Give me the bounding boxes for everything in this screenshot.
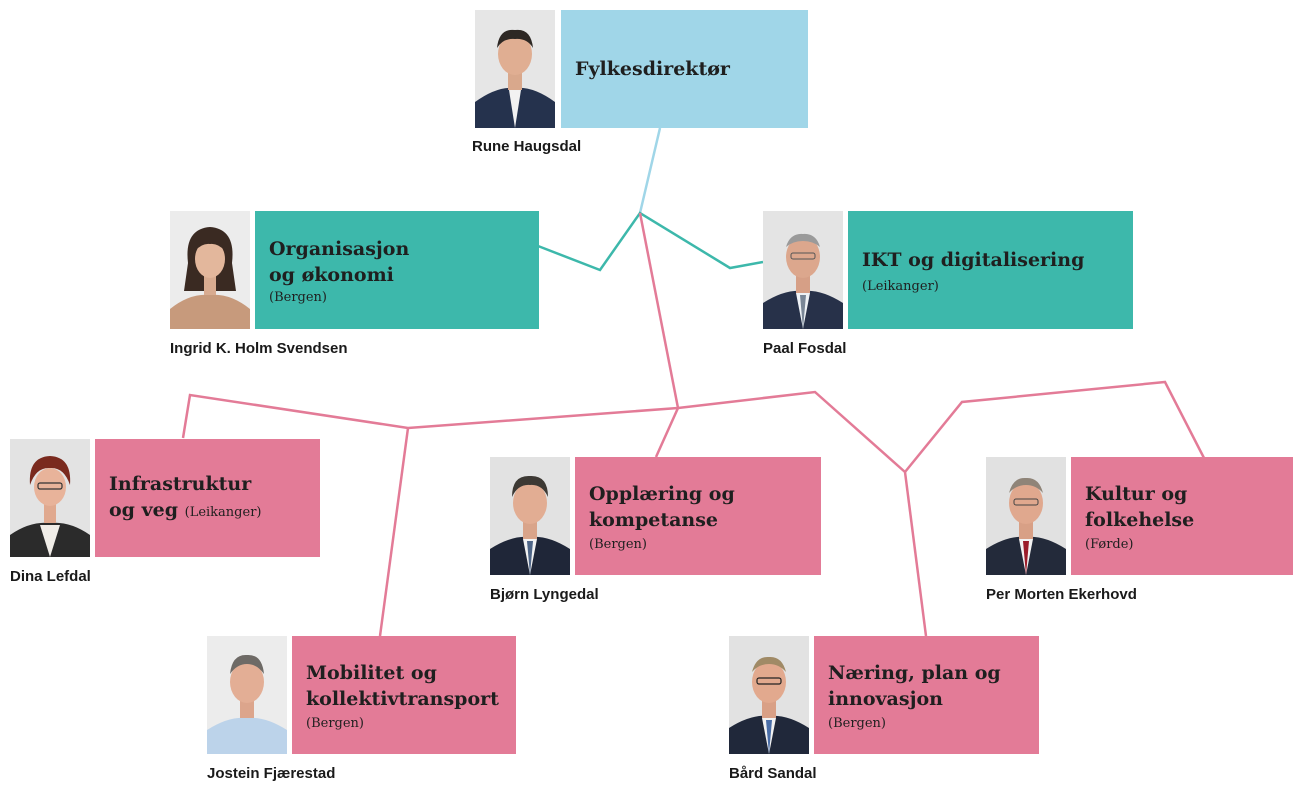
unit-title: Organisasjon og økonomi	[269, 237, 410, 286]
portrait-photo	[490, 457, 570, 575]
unit-location: (Bergen)	[589, 536, 647, 552]
unit-location: (Bergen)	[828, 715, 886, 731]
unit-location: (Bergen)	[269, 289, 327, 305]
director-title: Fylkesdirektør	[575, 58, 730, 80]
department-box: Mobilitet og kollektivtransport (Bergen)	[292, 636, 516, 754]
person-name: Bjørn Lyngedal	[490, 586, 599, 603]
department-box: Opplæring og kompetanse (Bergen)	[575, 457, 821, 575]
department-box: Kultur og folkehelse (Førde)	[1071, 457, 1293, 575]
naering-connector	[903, 471, 928, 637]
unit-title: Mobilitet og kollektivtransport	[306, 661, 499, 710]
person-name: Bård Sandal	[729, 765, 817, 782]
mobilitet-connector	[378, 427, 410, 637]
director-connector	[638, 127, 662, 214]
unit-title: Kultur og folkehelse	[1085, 482, 1195, 531]
unit-location: (Førde)	[1085, 536, 1134, 552]
director-title-box: Fylkesdirektør	[561, 10, 808, 128]
unit-title: IKT og digitalisering	[862, 248, 1085, 271]
person-name: Ingrid K. Holm Svendsen	[170, 340, 348, 357]
unit-location: (Bergen)	[306, 715, 364, 731]
department-branch-left	[181, 393, 679, 439]
unit-title: Næring, plan og innovasjon	[828, 661, 1001, 710]
unit-location: (Leikanger)	[862, 278, 939, 294]
department-trunk	[638, 212, 680, 409]
person-name: Dina Lefdal	[10, 568, 91, 585]
portrait-photo	[10, 439, 90, 557]
portrait-photo	[986, 457, 1066, 575]
department-box: Næring, plan og innovasjon (Bergen)	[814, 636, 1039, 754]
unit-title: Opplæring og kompetanse	[589, 482, 735, 531]
unit-title: Infrastruktur og veg (Leikanger)	[109, 472, 262, 521]
department-box: Infrastruktur og veg (Leikanger)	[95, 439, 320, 557]
person-name: Jostein Fjærestad	[207, 765, 336, 782]
opplaering-connector	[654, 407, 680, 458]
portrait-photo	[475, 10, 555, 128]
kultur-connector	[904, 380, 1206, 473]
portrait-photo	[170, 211, 250, 329]
person-name: Per Morten Ekerhovd	[986, 586, 1137, 603]
director-name: Rune Haugsdal	[472, 138, 582, 155]
staff-unit-box: Organisasjon og økonomi (Bergen)	[255, 211, 539, 329]
staff-unit-box: IKT og digitalisering (Leikanger)	[848, 211, 1133, 329]
unit-location: (Leikanger)	[184, 504, 262, 520]
department-branch-right	[677, 390, 906, 473]
portrait-photo	[729, 636, 809, 754]
portrait-photo	[763, 211, 843, 329]
person-name: Paal Fosdal	[763, 340, 847, 357]
portrait-photo	[207, 636, 287, 754]
